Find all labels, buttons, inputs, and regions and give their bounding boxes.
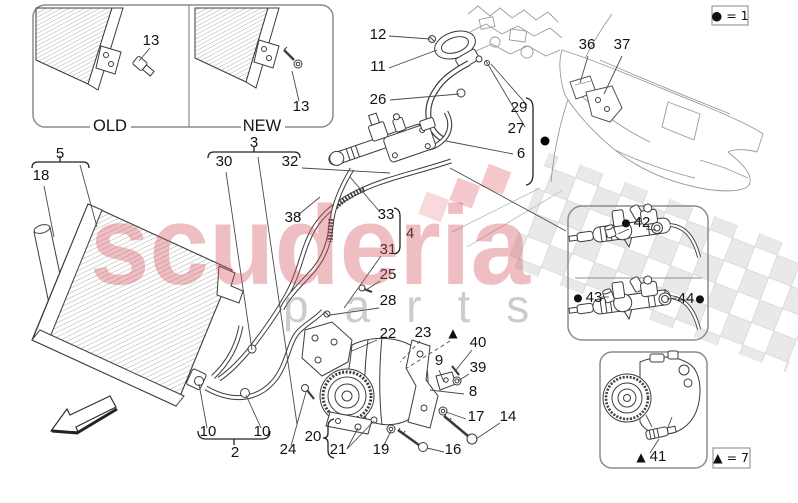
callout-21: 21 [330,441,347,458]
callout-10-right: 10 [254,423,271,440]
watermark-brand-text: scuderia [90,183,531,308]
triangle-marker-41: ▲ [636,450,646,464]
comparison-box [32,4,334,133]
callout-33: 33 [378,206,395,223]
compressor-assembly [301,321,478,452]
callout-4: 4 [406,225,414,242]
callout-labels: 13 13 OLD NEW 5 18 3 30 32 12 11 26 29 2… [33,26,705,465]
detail-box-compressor [599,350,708,469]
sensor-41 [645,425,677,440]
callout-32: 32 [282,153,299,170]
callout-9: 9 [435,352,443,369]
washer-17 [438,406,448,416]
old-mount-bracket [95,45,122,75]
bullet-marker-43: ● [573,292,582,304]
direction-arrow [49,395,118,435]
callout-20: 20 [305,428,322,445]
callout-2: 2 [231,444,239,461]
condenser-assembly [31,203,244,407]
legend-box-bottom: ▲ = 7 [712,447,751,469]
callout-10-left: 10 [200,423,217,440]
callout-36: 36 [579,36,596,53]
callout-13-new: 13 [293,98,310,115]
checkered-flag-watermark [418,152,798,373]
callout-5: 5 [56,145,64,162]
callout-3: 3 [250,134,258,151]
callout-38: 38 [285,209,302,226]
callout-43: 43 [586,289,603,306]
screw-28 [323,310,331,318]
callout-44: 44 [678,290,695,307]
watermark-sub-text: parts [283,280,565,332]
callout-11: 11 [370,58,386,75]
manifold-valve-assembly [328,112,436,166]
callout-23: 23 [415,324,432,341]
grouping-brackets [31,97,550,459]
compressor-inset [602,350,701,435]
callout-14: 14 [500,408,517,425]
brand-watermark: scuderia parts [90,183,565,332]
old-bolt [132,56,155,77]
callout-12: 12 [370,26,387,43]
engine-cowl-sketch [467,5,764,192]
legend-box-top: ● = 1 [711,5,749,26]
bullet-marker-44: ● [695,293,704,305]
callout-17: 17 [468,408,485,425]
triangle-marker-23: ▲ [448,326,458,340]
new-stud-and-nut [283,46,303,69]
cap-43 [602,288,615,304]
callout-13-old: 13 [143,32,160,49]
callout-41: 41 [650,448,667,465]
cap-42b [651,222,663,234]
callout-37: 37 [614,36,631,53]
stud-40 [451,365,460,376]
clamp-10-right [240,388,250,398]
callout-40: 40 [470,334,487,351]
legend-triangle-equals-seven: ▲ = 7 [713,450,749,465]
callout-42: 42 [634,214,651,231]
gasket-plate-11 [434,30,476,60]
callout-18: 18 [33,167,50,184]
bolt-14 [443,413,478,445]
callout-19: 19 [373,441,390,458]
callout-31: 31 [380,241,397,258]
callout-6: 6 [517,145,525,162]
bolt-16 [397,427,428,452]
bullet-marker [540,136,550,146]
callout-30: 30 [216,153,233,170]
cap-42a [604,224,617,239]
callout-24: 24 [280,441,297,458]
nut-39 [452,376,462,386]
detail-box-fittings [563,194,709,349]
callout-22: 22 [380,325,397,342]
ac-pipes [186,30,490,401]
legend-bullet-equals-one: ● = 1 [711,8,748,23]
new-label: NEW [243,117,282,135]
bullet-marker-42: ● [621,217,630,229]
bolt-25 [358,284,373,294]
bolt-24 [301,384,315,400]
callout-8: 8 [469,383,477,400]
screw-12 [428,35,436,43]
mount-bracket-8 [405,339,439,429]
callout-39: 39 [470,359,487,376]
callout-28: 28 [380,292,397,309]
old-label: OLD [93,117,127,135]
callout-27: 27 [508,120,525,137]
callout-26: 26 [370,91,387,108]
callout-25: 25 [380,266,397,283]
washer-19 [386,424,396,434]
callout-16: 16 [445,441,462,458]
callout-29: 29 [511,99,528,116]
leader-lines [43,35,678,454]
fitting-26 [456,88,466,98]
new-mount-bracket [253,39,280,69]
